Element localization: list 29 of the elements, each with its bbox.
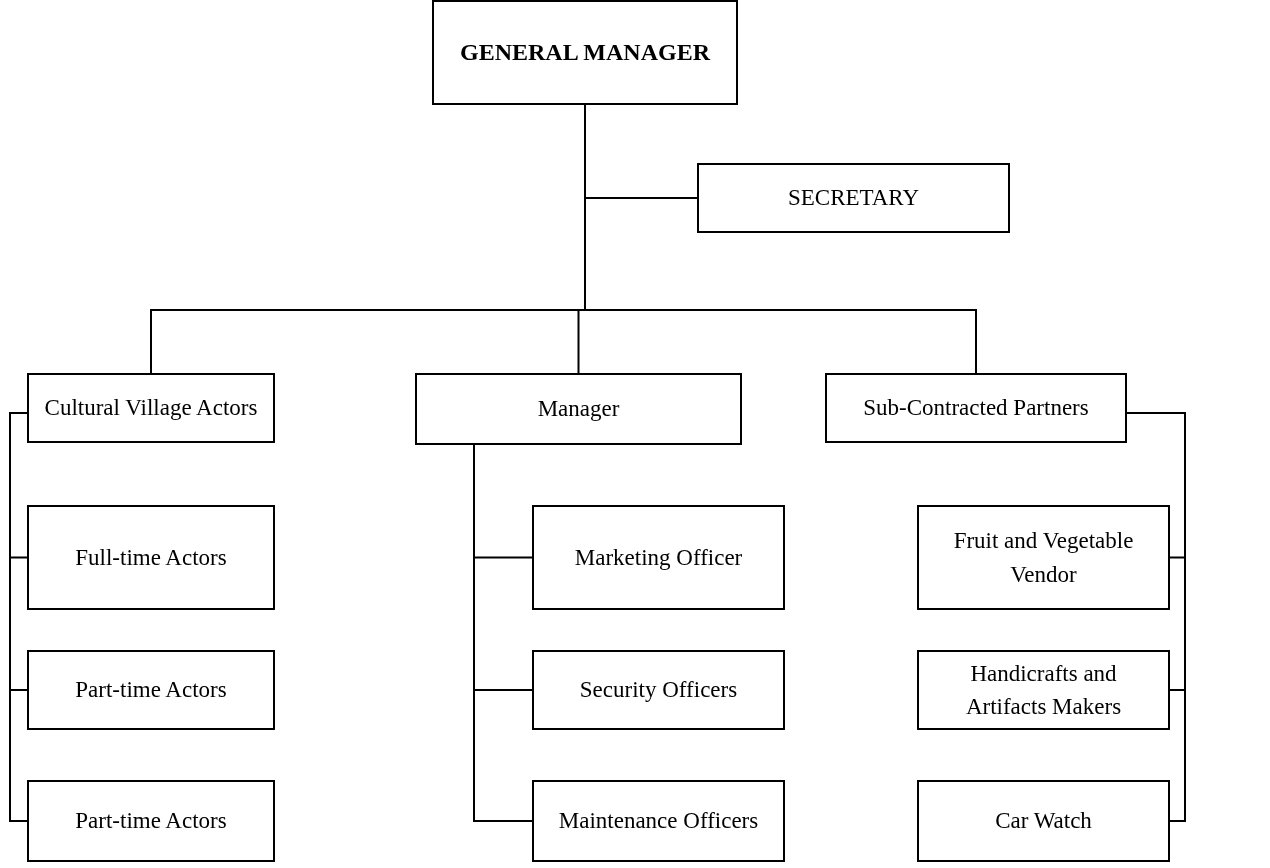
position-title: Handicrafts and Artifacts Makers [964, 659, 1123, 721]
position-box [532, 780, 785, 862]
position-box [697, 163, 1010, 233]
position-title: SECRETARY [787, 184, 920, 213]
position-box [825, 373, 1127, 443]
position-title: Car Watch [995, 807, 1092, 836]
position-box [917, 505, 1170, 610]
position-title: Marketing Officer [574, 543, 743, 572]
position-box [27, 780, 275, 862]
position-title: Fruit and Vegetable Vendor [952, 527, 1135, 589]
position-box [27, 373, 275, 443]
position-title: Cultural Village Actors [44, 394, 258, 423]
position-box [27, 650, 275, 730]
position-box [27, 505, 275, 610]
position-box [432, 0, 738, 105]
position-box [917, 650, 1170, 730]
position-title: Sub-Contracted Partners [863, 394, 1089, 423]
position-title: Part-time Actors [75, 807, 227, 836]
connector-line [9, 412, 28, 822]
position-title: Maintenance Officers [558, 807, 759, 836]
position-box [532, 650, 785, 730]
position-box [532, 505, 785, 610]
position-title: Manager [537, 395, 620, 424]
position-title: Part-time Actors [75, 676, 227, 705]
position-title: GENERAL MANAGER [460, 38, 710, 68]
position-title: Full-time Actors [75, 543, 227, 572]
position-title: Security Officers [579, 676, 738, 705]
position-box [917, 780, 1170, 862]
position-box [415, 373, 742, 445]
